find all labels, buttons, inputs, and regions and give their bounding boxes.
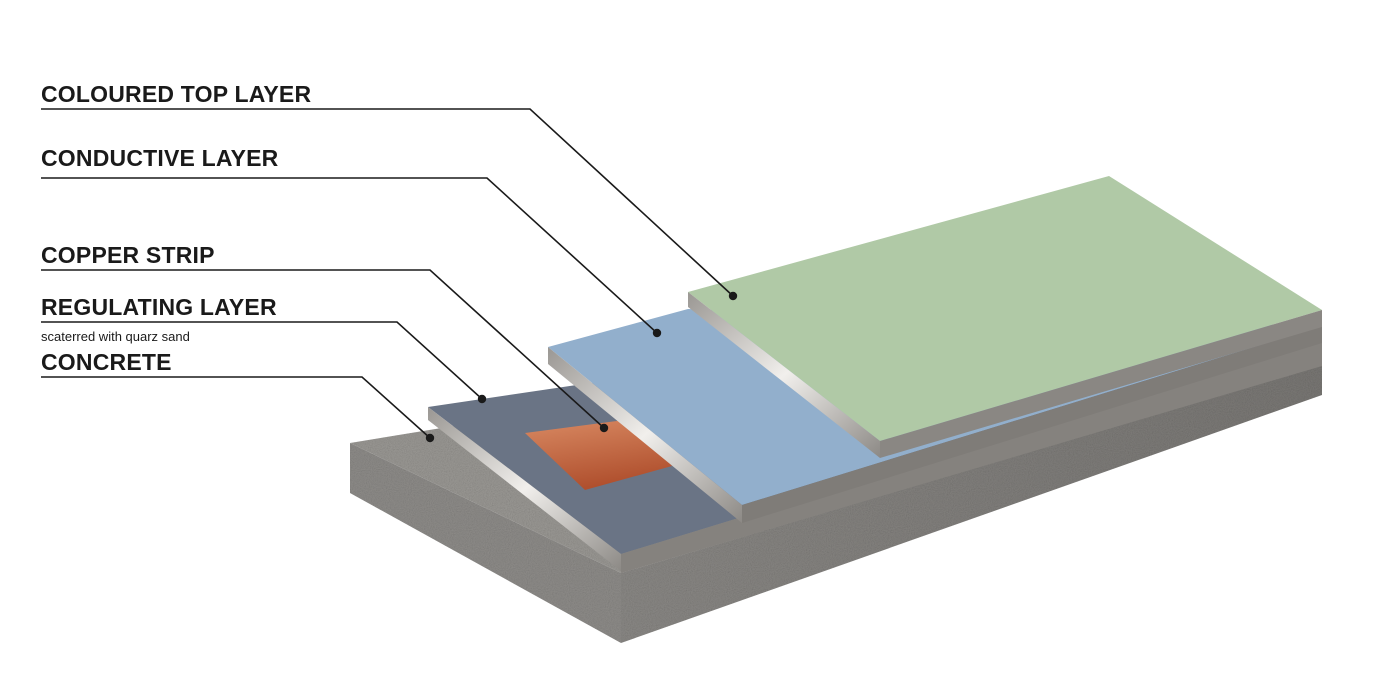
copper-strip	[525, 419, 672, 490]
label-coloured-top-layer: COLOURED TOP LAYER	[41, 81, 311, 107]
leader-dot-concrete	[425, 433, 435, 443]
label-regulating-note: scaterred with quarz sand	[41, 329, 190, 344]
leader-line-regulating	[41, 321, 483, 400]
top-layer-left-edge	[688, 292, 880, 458]
leader-dot-copper	[599, 423, 609, 433]
concrete-right-face	[621, 365, 1322, 643]
leader-dot-conductive	[652, 328, 662, 338]
conductive-right-edge	[742, 326, 1322, 523]
leader-dot-top-layer	[728, 291, 738, 301]
leader-line-copper	[41, 269, 605, 429]
leader-lines	[41, 108, 738, 443]
leader-line-concrete	[41, 376, 431, 439]
top-layer-right-edge	[880, 310, 1322, 458]
regulating-left-edge	[428, 407, 621, 571]
leader-dot-regulating	[477, 394, 487, 404]
label-regulating-layer: REGULATING LAYER	[41, 294, 277, 320]
top-layer	[688, 176, 1322, 458]
label-concrete: CONCRETE	[41, 349, 172, 375]
leader-line-conductive	[41, 177, 658, 334]
conductive-left-edge	[548, 347, 742, 523]
leader-line-top-layer	[41, 108, 734, 297]
top-layer-top-face	[688, 176, 1322, 441]
label-copper-strip: COPPER STRIP	[41, 242, 215, 268]
concrete-left-face	[350, 443, 621, 643]
regulating-right-edge	[621, 339, 1322, 573]
label-conductive-layer: CONDUCTIVE LAYER	[41, 145, 279, 171]
